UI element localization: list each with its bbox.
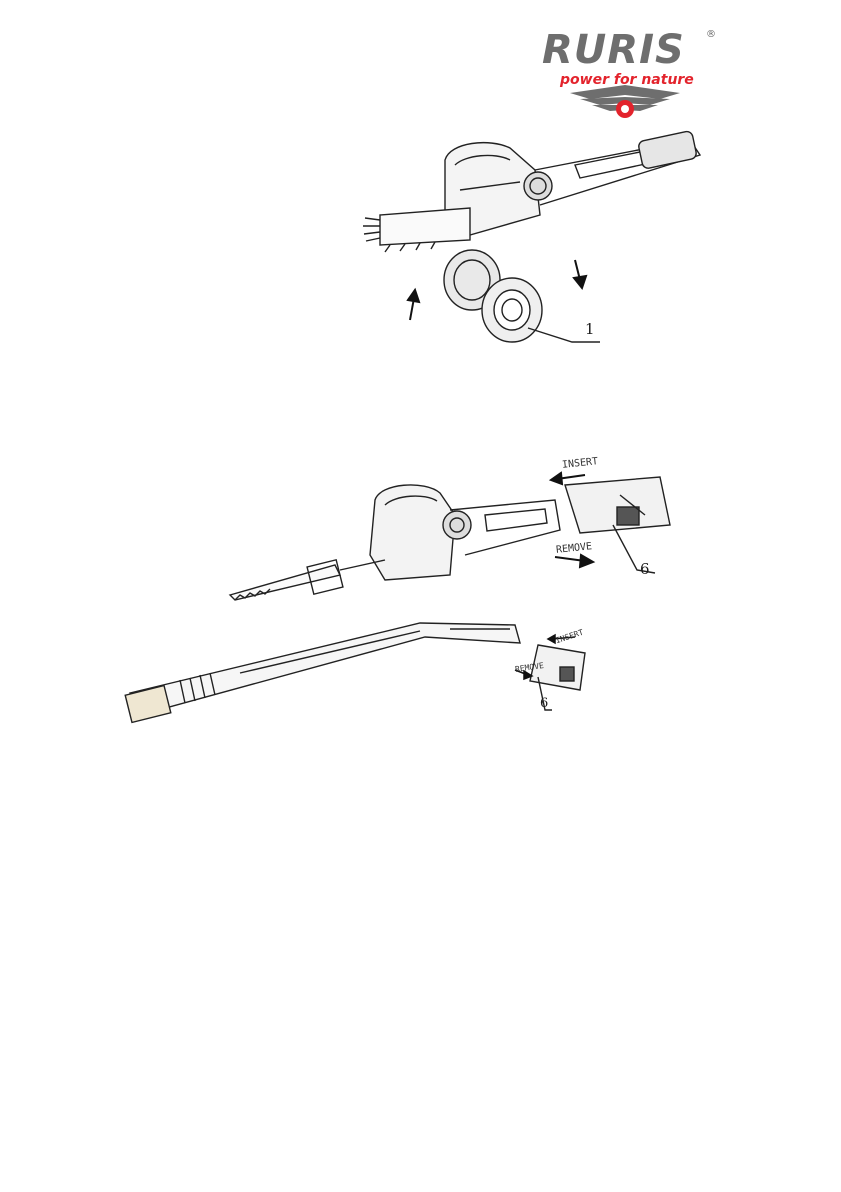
callout-6-saw: 6	[640, 560, 650, 578]
figure-shear-wheels	[360, 120, 720, 360]
brand-name: RURIS	[542, 27, 685, 73]
registered-mark: ®	[706, 29, 716, 40]
figure-saw-battery	[225, 455, 675, 605]
brand-tagline: power for nature	[560, 72, 694, 88]
callout-1: 1	[585, 320, 595, 338]
callout-6-pole: 6	[540, 696, 548, 711]
ruris-logo: RURIS ® power for nature	[530, 25, 720, 120]
